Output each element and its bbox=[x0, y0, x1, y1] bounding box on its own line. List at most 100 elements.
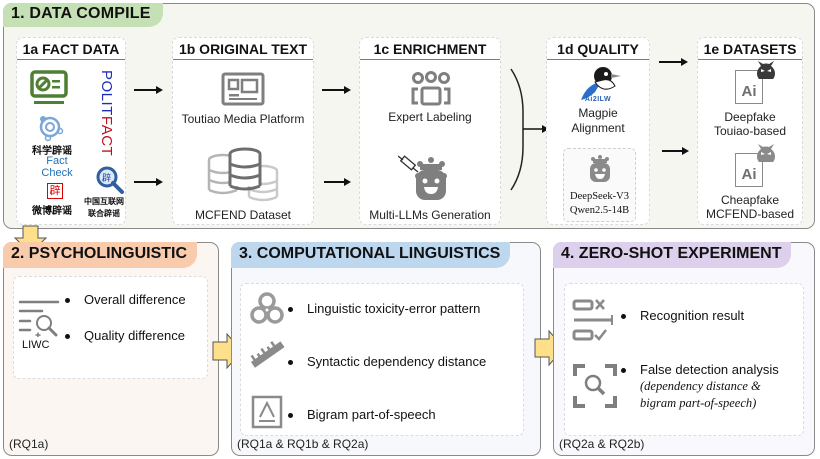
model-deepseek: DeepSeek-V3 bbox=[570, 191, 629, 202]
bullet-dependency-distance: Syntactic dependency distance bbox=[288, 354, 486, 369]
devil-icon-dark bbox=[757, 61, 775, 79]
bullet-text: Syntactic dependency distance bbox=[307, 354, 487, 369]
bullet-dot bbox=[288, 307, 293, 313]
factcheck-line2: Check bbox=[41, 167, 73, 179]
factcheck-logo: Fact Check bbox=[37, 155, 77, 179]
merge-brace bbox=[510, 68, 549, 191]
computational-linguistics-panel: 3. COMPUTATIONAL LINGUISTICS Linguistic … bbox=[231, 242, 541, 456]
flow-arrow-1d-1e-bottom bbox=[662, 147, 689, 154]
zero-shot-experiment-panel: 4. ZERO-SHOT EXPERIMENT Recognition resu… bbox=[553, 242, 815, 456]
deepfake-ai-label: Ai bbox=[741, 83, 757, 100]
scan-search-icon bbox=[573, 364, 617, 408]
fact-data-title: 1a FACT DATA bbox=[17, 38, 125, 60]
quality-box: 1d QUALITY Ai2ILW Magpie Alignment bbox=[546, 37, 650, 225]
note-line1: (dependency distance & bbox=[640, 379, 761, 393]
rq-label: (RQ1a) bbox=[9, 437, 49, 451]
cheapfake-ai-label: Ai bbox=[741, 166, 757, 183]
note-line2: bigram part-of-speech) bbox=[640, 396, 757, 410]
original-text-title: 1b ORIGINAL TEXT bbox=[173, 38, 313, 60]
llm-bot-injection-icon bbox=[398, 155, 447, 200]
original-text-box: 1b ORIGINAL TEXT Toutiao Media Platform bbox=[172, 37, 314, 225]
weibo-rumor-label: 微博辟谣 bbox=[32, 206, 72, 217]
bullet-dot bbox=[288, 413, 293, 419]
bullet-text: Quality difference bbox=[84, 328, 185, 343]
datasets-box: 1e DATASETS Ai Deepfake Touiao-based Ai … bbox=[697, 37, 803, 225]
deepfake-caption: Deepfake Touiao-based bbox=[698, 110, 802, 138]
checklist-result-icon bbox=[572, 299, 613, 341]
magpie-caption-line1: Magpie bbox=[578, 106, 618, 120]
china-internet-line2: 联合辟谣 bbox=[88, 209, 120, 218]
bullet-recognition-result: Recognition result bbox=[621, 308, 744, 323]
cheapfake-caption-line2: MCFEND-based bbox=[705, 207, 795, 221]
china-internet-line1: 中国互联网 bbox=[84, 197, 124, 206]
bullet-quality-difference: Quality difference bbox=[65, 328, 185, 343]
liwc-search-lines-icon bbox=[18, 300, 60, 337]
model-qwen: Qwen2.5-14B bbox=[569, 205, 630, 216]
psycholinguistic-panel: 2. PSYCHOLINGUISTIC LIWC Overall differe… bbox=[3, 242, 219, 456]
multi-llms-caption: Multi-LLMs Generation bbox=[369, 208, 491, 222]
false-detection-note: (dependency distance & bigram part-of-sp… bbox=[640, 378, 761, 412]
bullet-toxicity-error: Linguistic toxicity-error pattern bbox=[288, 301, 480, 316]
weibo-rumor-badge-icon: 辟 bbox=[47, 183, 63, 199]
magpie-bird-logo-icon bbox=[581, 67, 621, 100]
magpie-caption-line2: Alignment bbox=[571, 121, 625, 135]
china-internet-badge: 辟 bbox=[102, 174, 112, 184]
database-stack-icon bbox=[207, 147, 279, 202]
rq-label: (RQ1a & RQ1b & RQ2a) bbox=[237, 437, 369, 451]
china-internet-rumor-label: 中国互联网 联合辟谣 bbox=[79, 196, 129, 220]
flow-arrow-1a-1b-bottom bbox=[134, 178, 163, 185]
factcheck-line1: Fact bbox=[46, 155, 68, 167]
zero-shot-experiment-title: 4. ZERO-SHOT EXPERIMENT bbox=[553, 242, 792, 268]
devil-icon-gray bbox=[757, 144, 775, 162]
text-letter-a-icon bbox=[251, 395, 283, 429]
bullet-text: Linguistic toxicity-error pattern bbox=[307, 301, 481, 316]
cheapfake-caption-line1: Cheapfake bbox=[720, 193, 780, 207]
bullet-dot bbox=[621, 314, 626, 320]
toutiao-caption: Toutiao Media Platform bbox=[181, 112, 305, 126]
bullet-overall-difference: Overall difference bbox=[65, 292, 186, 307]
bullet-bigram-pos: Bigram part-of-speech bbox=[288, 407, 436, 422]
deepfake-caption-line2: Touiao-based bbox=[713, 124, 787, 138]
expert-group-icon bbox=[411, 71, 451, 106]
biohazard-icon bbox=[250, 292, 284, 324]
news-page-icon bbox=[221, 72, 265, 106]
judge-models-box: DeepSeek-V3 Qwen2.5-14B bbox=[563, 148, 636, 222]
fact-monitor-icon bbox=[30, 70, 68, 104]
bullet-false-detection: False detection analysis bbox=[621, 362, 779, 377]
computational-linguistics-title: 3. COMPUTATIONAL LINGUISTICS bbox=[231, 242, 511, 268]
deepfake-caption-line1: Deepfake bbox=[724, 110, 776, 124]
cheapfake-caption: Cheapfake MCFEND-based bbox=[698, 193, 802, 221]
expert-labeling-caption: Expert Labeling bbox=[388, 110, 472, 124]
science-rumor-logo-icon bbox=[39, 116, 64, 142]
liwc-label: LIWC bbox=[22, 339, 50, 351]
magpie-caption: Magpie Alignment bbox=[547, 106, 649, 136]
psycholinguistic-content: LIWC Overall difference Quality differen… bbox=[13, 276, 208, 379]
judge-models-list: DeepSeek-V3 Qwen2.5-14B bbox=[564, 190, 635, 218]
computational-linguistics-content: Linguistic toxicity-error pattern Syntac… bbox=[240, 283, 524, 436]
bullet-dot bbox=[65, 334, 70, 340]
psycholinguistic-title: 2. PSYCHOLINGUISTIC bbox=[3, 242, 198, 268]
flow-arrow-1b-1c-bottom bbox=[324, 178, 351, 185]
bullet-dot bbox=[288, 360, 293, 366]
bullet-text: False detection analysis bbox=[640, 362, 779, 377]
ai2-logo-text: Ai2ILW bbox=[584, 96, 612, 103]
mcfend-caption: MCFEND Dataset bbox=[194, 208, 292, 222]
china-internet-rumor-magnifier-icon bbox=[96, 166, 124, 194]
science-rumor-label: 科学辟谣 bbox=[32, 146, 72, 157]
llm-bot-icon bbox=[590, 155, 610, 182]
politifact-logo: POLITFACT bbox=[98, 70, 115, 157]
rq-label: (RQ2a & RQ2b) bbox=[559, 437, 645, 451]
flow-arrow-1d-1e-top bbox=[659, 58, 688, 65]
enrichment-title: 1c ENRICHMENT bbox=[360, 38, 500, 60]
bullet-text: Recognition result bbox=[640, 308, 745, 323]
zero-shot-content: Recognition result False detection analy… bbox=[564, 283, 804, 436]
bullet-text: Bigram part-of-speech bbox=[307, 407, 436, 422]
data-compile-panel: 1. DATA COMPILE 1a FACT DATA 科学辟谣 Fact C… bbox=[3, 3, 815, 229]
fact-data-box: 1a FACT DATA 科学辟谣 Fact Check 辟 微博辟谣 PO bbox=[16, 37, 126, 225]
ruler-icon bbox=[250, 341, 285, 368]
politifact-part2: FACT bbox=[98, 115, 115, 157]
data-compile-title: 1. DATA COMPILE bbox=[3, 3, 163, 27]
datasets-title: 1e DATASETS bbox=[698, 38, 802, 60]
bullet-text: Overall difference bbox=[84, 292, 186, 307]
politifact-part1: POLIT bbox=[98, 70, 115, 116]
